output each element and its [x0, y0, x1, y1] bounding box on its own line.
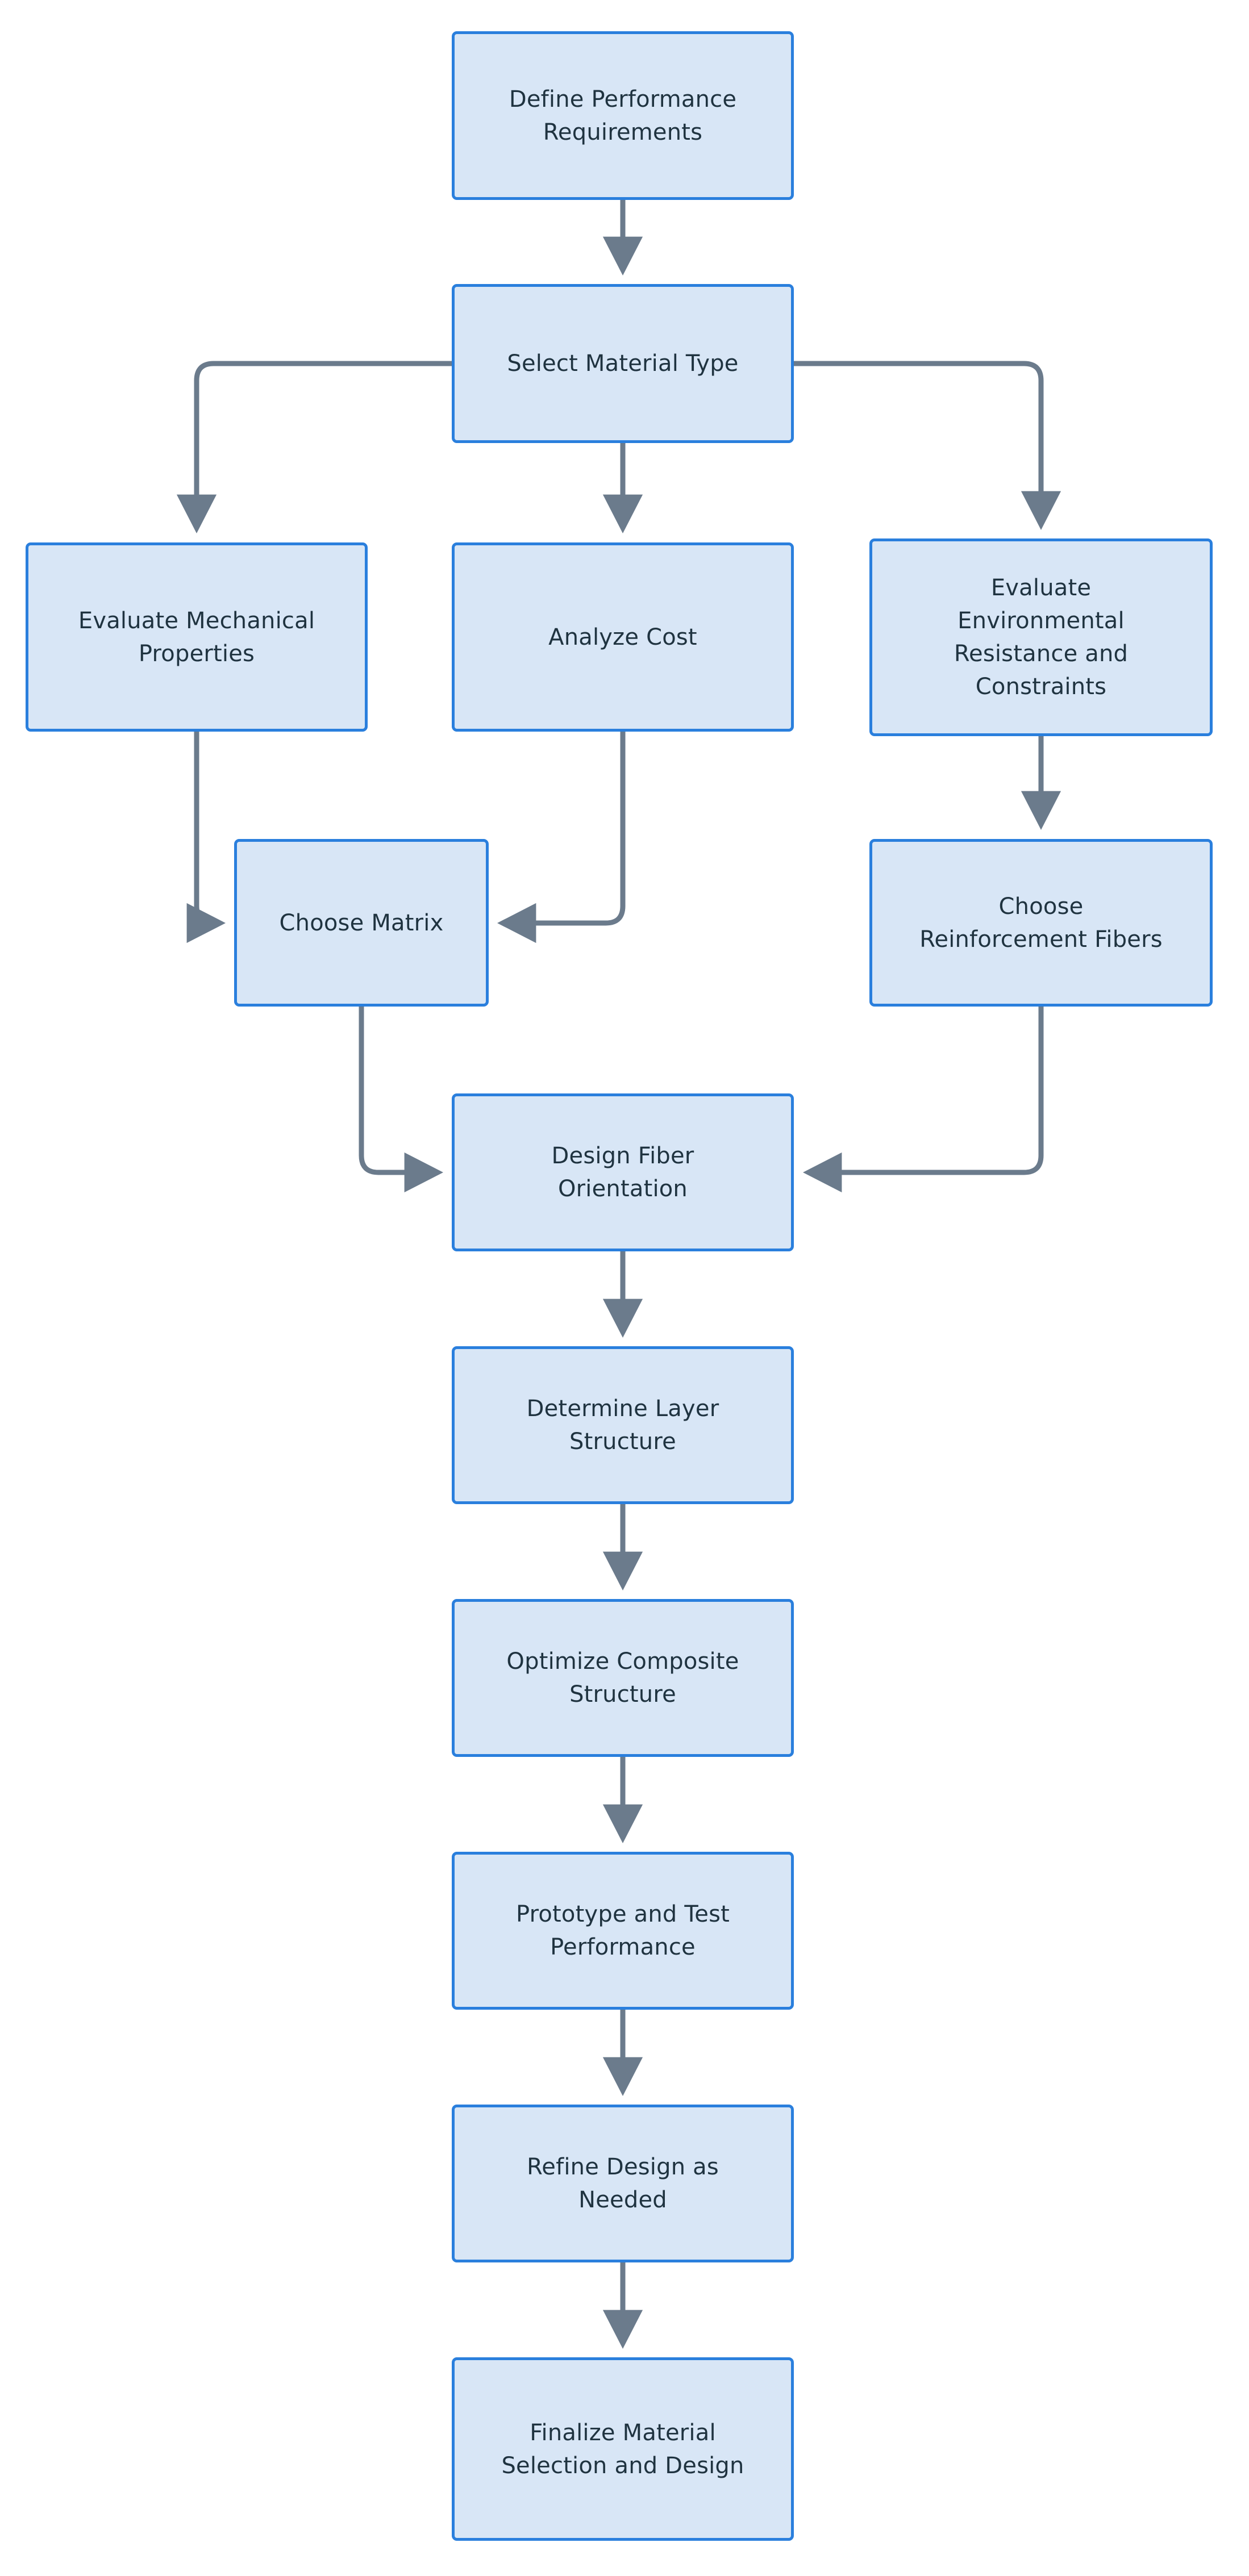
node-analyze-cost[interactable]: Analyze Cost: [452, 542, 794, 732]
node-evaluate-environmental-resistance-and-constraints[interactable]: Evaluate Environmental Resistance and Co…: [869, 538, 1213, 736]
node-label: Refine Design as Needed: [527, 2154, 719, 2213]
node-select-material-type[interactable]: Select Material Type: [452, 284, 794, 443]
node-label: Evaluate Mechanical Properties: [78, 607, 315, 667]
node-label: Finalize Material Selection and Design: [501, 2419, 744, 2479]
node-optimize-composite-structure[interactable]: Optimize Composite Structure: [452, 1599, 794, 1757]
node-determine-layer-structure[interactable]: Determine Layer Structure: [452, 1346, 794, 1504]
node-prototype-and-test-performance[interactable]: Prototype and Test Performance: [452, 1852, 794, 2010]
node-evaluate-mechanical-properties[interactable]: Evaluate Mechanical Properties: [26, 542, 368, 732]
node-define-performance-requirements[interactable]: Define Performance Requirements: [452, 31, 794, 200]
node-label: Evaluate Environmental Resistance and Co…: [954, 575, 1129, 700]
edge-select-to-mechanical: [176, 361, 452, 534]
node-choose-matrix[interactable]: Choose Matrix: [234, 839, 489, 1007]
node-finalize-material-selection-and-design[interactable]: Finalize Material Selection and Design: [452, 2357, 794, 2541]
node-label: Design Fiber Orientation: [551, 1143, 694, 1202]
edge-cost-to-matrix: [497, 732, 626, 943]
node-design-fiber-orientation[interactable]: Design Fiber Orientation: [452, 1093, 794, 1251]
node-refine-design-as-needed[interactable]: Refine Design as Needed: [452, 2105, 794, 2262]
node-label: Analyze Cost: [548, 624, 697, 650]
edge-select-to-environmental: [794, 361, 1061, 531]
edge-mechanical-to-matrix: [186, 732, 226, 943]
node-label: Optimize Composite Structure: [506, 1648, 739, 1707]
edge-matrix-to-orientation: [359, 1007, 444, 1193]
node-label: Select Material Type: [507, 350, 739, 377]
node-label: Define Performance Requirements: [509, 86, 737, 145]
node-label: Choose Matrix: [279, 909, 444, 936]
node-label: Choose Reinforcement Fibers: [919, 893, 1163, 953]
node-choose-reinforcement-fibers[interactable]: Choose Reinforcement Fibers: [869, 839, 1213, 1007]
edge-fibers-to-orientation: [802, 1007, 1044, 1193]
node-label: Prototype and Test Performance: [515, 1901, 730, 1960]
node-label: Determine Layer Structure: [526, 1396, 719, 1455]
